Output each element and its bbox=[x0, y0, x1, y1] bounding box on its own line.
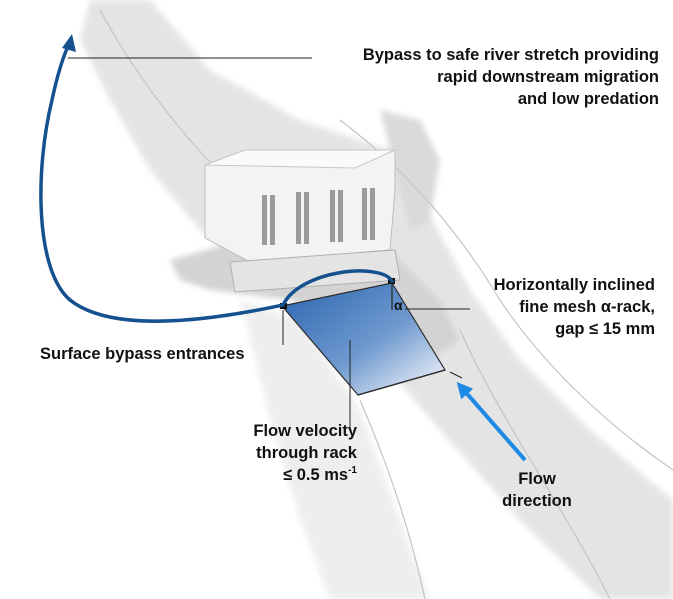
bypass-label-line-1: Bypass to safe river stretch providing bbox=[362, 46, 659, 64]
flow-arrow-icon bbox=[456, 381, 527, 462]
alpha-angle-label: α bbox=[394, 297, 403, 313]
flow-label: Flow direction bbox=[497, 468, 577, 512]
velocity-unit-exponent: -1 bbox=[348, 464, 357, 476]
bypass-curve-arrowhead bbox=[62, 34, 76, 52]
rack-label-line-3: gap ≤ 15 mm bbox=[555, 320, 655, 338]
rack-label: Horizontally inclined fine mesh α-rack, … bbox=[494, 274, 655, 340]
rack-label-line-2: fine mesh α-rack, bbox=[519, 298, 655, 316]
velocity-label-line-2: through rack bbox=[256, 444, 357, 462]
leader-lines bbox=[68, 57, 470, 430]
velocity-value: ≤ 0.5 ms bbox=[283, 466, 349, 484]
rack-label-line-1: Horizontally inclined bbox=[493, 276, 655, 294]
entrances-label: Surface bypass entrances bbox=[40, 345, 245, 363]
velocity-label-line-3: ≤ 0.5 ms-1 bbox=[232, 464, 357, 486]
powerhouse-building bbox=[204, 149, 401, 293]
rack-edge bbox=[357, 369, 446, 396]
bypass-curve bbox=[39, 40, 394, 323]
velocity-label: Flow velocity through rack ≤ 0.5 ms-1 bbox=[232, 420, 357, 486]
bypass-label-line-2: rapid downstream migration bbox=[437, 68, 659, 86]
bypass-label-line-3: and low predation bbox=[517, 90, 659, 108]
bypass-label: Bypass to safe river stretch providing r… bbox=[363, 44, 659, 110]
flow-label-line-1: Flow bbox=[518, 470, 556, 488]
velocity-label-line-1: Flow velocity bbox=[253, 422, 357, 440]
flow-label-line-2: direction bbox=[502, 492, 572, 510]
